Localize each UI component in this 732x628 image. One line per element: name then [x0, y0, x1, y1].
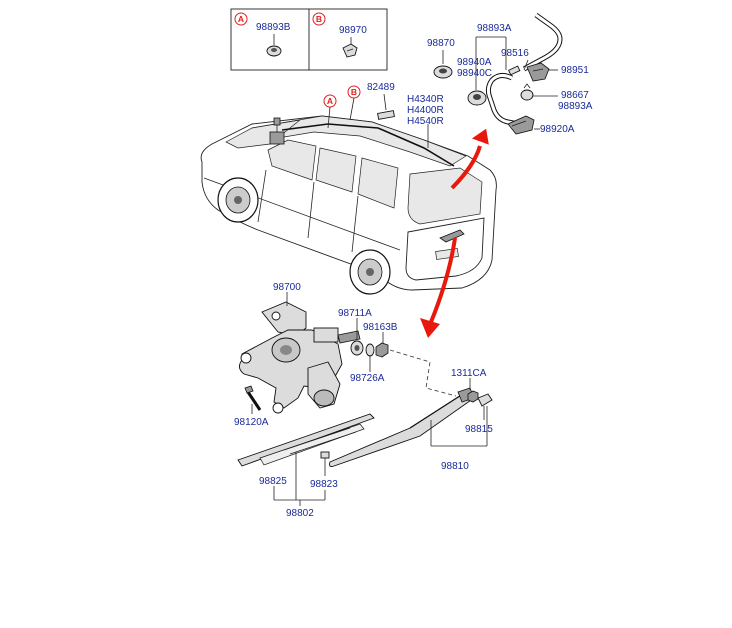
label-h4340r: H4340R: [407, 94, 444, 105]
svg-text:B: B: [351, 87, 357, 97]
callout-a: A: [323, 94, 337, 129]
label-98940a: 98940A: [457, 57, 492, 68]
cap-98711a: [350, 318, 364, 356]
check-valve-98920a: [507, 115, 535, 135]
washer-hose-assembly: [433, 12, 563, 135]
label-98815: 98815: [465, 424, 493, 435]
label-98810: 98810: [441, 461, 469, 472]
label-98700: 98700: [273, 282, 301, 293]
clip-part: [342, 43, 358, 58]
cap-98815: [477, 393, 493, 420]
inset-callout-b: B: [312, 12, 326, 26]
label-98667: 98667: [561, 90, 589, 101]
label-98893a-right: 98893A: [558, 101, 593, 112]
bolt-98120a: [244, 385, 262, 414]
label-1311ca: 1311CA: [451, 368, 487, 379]
washer-98726a: [365, 343, 375, 372]
rear-wheel: [349, 249, 391, 295]
label-98893b: 98893B: [256, 22, 291, 33]
label-h4540r: H4540R: [407, 116, 444, 127]
nut-1311ca: [467, 378, 479, 403]
label-98726a: 98726A: [350, 373, 385, 384]
red-arrow-down: [420, 237, 457, 338]
label-98163b: 98163B: [363, 322, 398, 333]
wiper-motor-98700: [239, 292, 361, 414]
label-98711a: 98711A: [338, 308, 372, 319]
label-98893a-top: 98893A: [477, 23, 512, 34]
blade-insert-98823: [320, 451, 330, 476]
label-98823: 98823: [310, 479, 338, 490]
wiper-blade-98825: [237, 413, 375, 500]
label-98951: 98951: [561, 65, 589, 76]
grommet-98667: [520, 83, 534, 101]
callout-b: B: [347, 85, 361, 121]
label-98970: 98970: [339, 25, 367, 36]
label-98870: 98870: [427, 38, 455, 49]
connector-98516: [508, 65, 521, 76]
grommet-part: [266, 45, 282, 57]
label-98825: 98825: [259, 476, 287, 487]
label-98920a: 98920A: [540, 124, 575, 135]
grommet-98940: [467, 90, 487, 106]
svg-text:B: B: [316, 14, 322, 24]
label-82489: 82489: [367, 82, 395, 93]
part-labels: 98870 98893A 98940A 98940C 98516 98951 9…: [234, 23, 593, 519]
label-98120a: 98120A: [234, 417, 269, 428]
label-h4400r: H4400R: [407, 105, 444, 116]
label-98516: 98516: [501, 48, 529, 59]
label-98940c: 98940C: [457, 68, 492, 79]
red-arrow-up: [450, 128, 489, 190]
svg-text:A: A: [238, 14, 244, 24]
grommet-98870: [433, 65, 453, 79]
inset-callout-a: A: [234, 12, 248, 26]
svg-text:A: A: [327, 96, 333, 106]
front-wheel: [217, 177, 259, 223]
label-98802: 98802: [286, 508, 314, 519]
vehicle-illustration: A B: [200, 85, 497, 295]
nozzle-98951: [526, 62, 550, 82]
nut-98163b: [375, 332, 389, 358]
inset-box: A B 98893B 98970: [230, 8, 388, 71]
